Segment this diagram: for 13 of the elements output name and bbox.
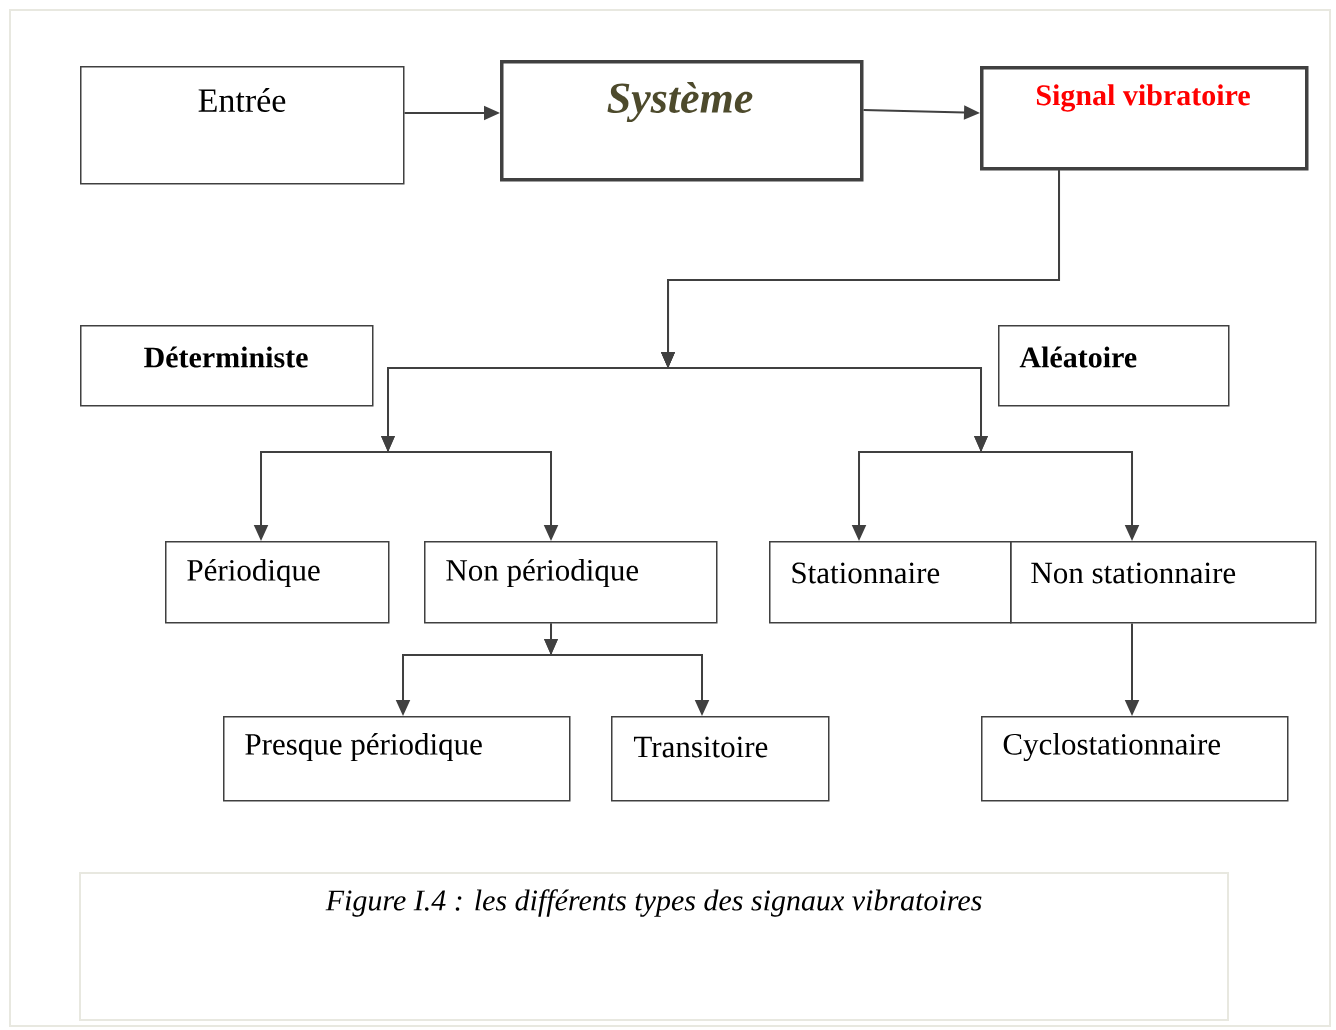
figure-caption: Figure I.4 : les différents types des signaux vibratoires (79, 872, 1229, 1021)
process-box: Cyclostationnaire (981, 716, 1289, 802)
process-box: Non stationnaire (1010, 541, 1317, 624)
process-box: Périodique (165, 541, 390, 624)
process-box: Déterministe (80, 325, 374, 407)
process-box: Transitoire (611, 716, 830, 802)
process-box: Aléatoire (998, 325, 1230, 407)
process-box: Presque périodique (223, 716, 571, 802)
process-box: Stationnaire (769, 541, 1012, 624)
process-box: Non périodique (424, 541, 718, 624)
process-box: Signal vibratoire (980, 66, 1309, 171)
process-box: Système (500, 60, 864, 182)
process-box: Entrée (80, 66, 405, 185)
